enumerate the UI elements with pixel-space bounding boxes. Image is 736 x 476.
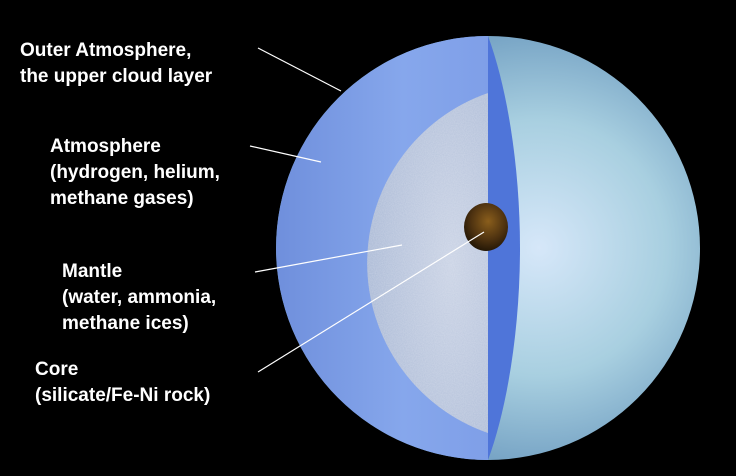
leader-line-atmosphere — [249, 145, 322, 163]
label-core: Core (silicate/Fe-Ni rock) — [35, 357, 210, 409]
label-outer-atmosphere: Outer Atmosphere, the upper cloud layer — [20, 38, 212, 90]
label-atmosphere-line-1: Atmosphere — [50, 136, 161, 157]
leader-line-mantle — [254, 244, 403, 273]
label-core-line-2: (silicate/Fe-Ni rock) — [35, 385, 211, 406]
label-atmosphere-line-2: (hydrogen, helium, — [50, 162, 220, 183]
label-core-line-1: Core — [35, 359, 79, 380]
label-mantle-line-2: (water, ammonia, — [62, 287, 217, 308]
label-atmosphere: Atmosphere (hydrogen, helium, methane ga… — [50, 134, 220, 212]
leader-line-core — [257, 231, 485, 373]
core — [464, 203, 508, 251]
label-outer-atmosphere-line-2: the upper cloud layer — [20, 66, 213, 87]
label-outer-atmosphere-line-1: Outer Atmosphere, — [20, 40, 192, 61]
label-mantle-line-1: Mantle — [62, 261, 123, 282]
leader-line-outer-atmosphere — [257, 47, 342, 92]
label-atmosphere-line-3: methane gases) — [50, 188, 194, 209]
label-mantle-line-3: methane ices) — [62, 313, 189, 334]
label-mantle: Mantle (water, ammonia, methane ices) — [62, 259, 216, 337]
cut-face-edge — [488, 36, 520, 460]
